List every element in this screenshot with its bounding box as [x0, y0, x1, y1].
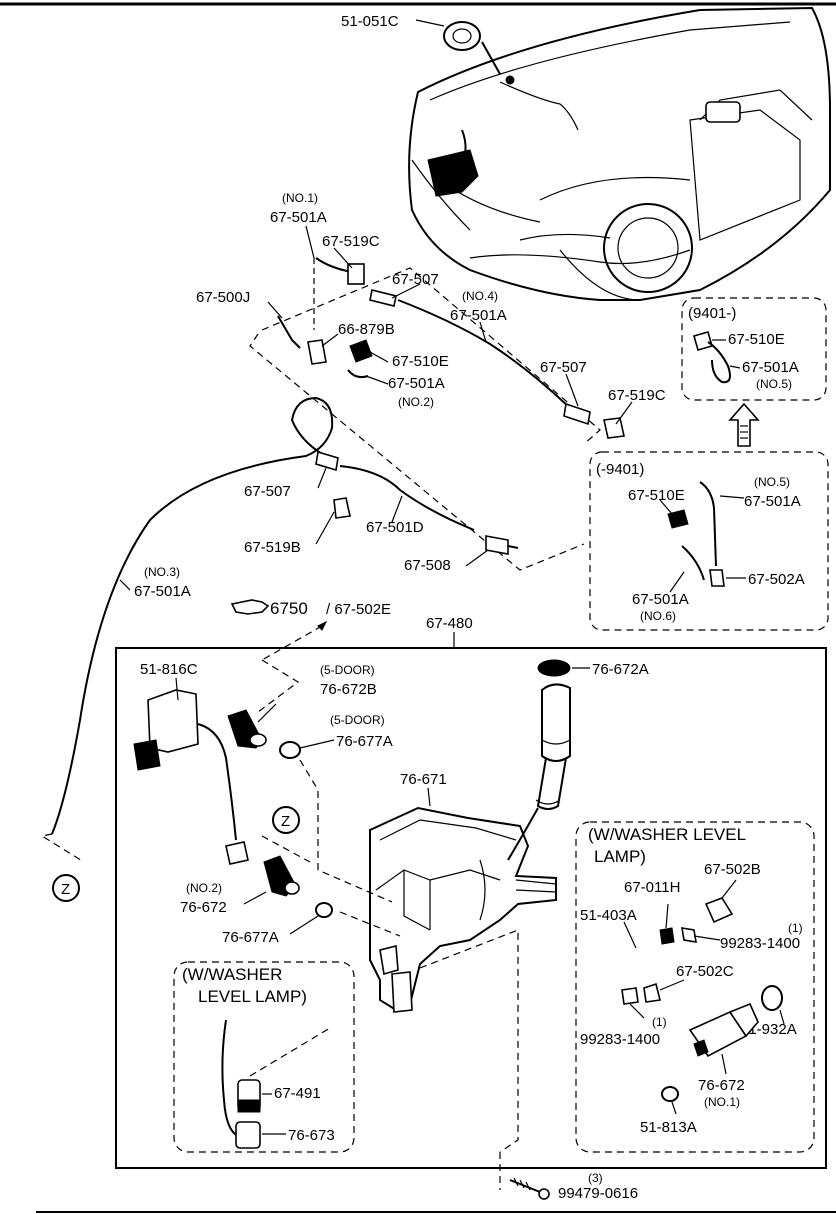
label-67-508: 67-508: [404, 557, 451, 574]
label-76-672-no2-tag: (NO.2): [186, 881, 222, 895]
box-9401-old-67-502A: 67-502A: [748, 571, 805, 588]
label-67-501A-no1: 67-501A: [270, 209, 327, 226]
grommet-76-677A-low: [289, 902, 333, 935]
label-99479-qty: (3): [588, 1171, 603, 1185]
filler-cap-76-672A: [537, 659, 590, 677]
washer-level-lamp-box-right: (W/WASHER LEVEL LAMP) 67-502B 67-011H (1…: [575, 821, 815, 1153]
grommet-51-051C: [443, 21, 481, 51]
box-right-67-502B: 67-502B: [704, 861, 761, 878]
box-left-title-2: LEVEL LAMP): [198, 987, 307, 1006]
box-9401-old-67-501A-no5-tag: (NO.5): [754, 475, 790, 489]
box-9401-new-67-501A: 67-501A: [742, 359, 799, 376]
box-9401-new-title: (9401-): [688, 305, 736, 322]
box-9401-old-67-510E: 67-510E: [628, 487, 685, 504]
box-right-67-502C: 67-502C: [676, 963, 734, 980]
box-right-51-813A: 51-813A: [640, 1119, 697, 1136]
label-67-510E-left: 67-510E: [392, 353, 449, 370]
label-51-051C: 51-051C: [341, 13, 399, 30]
filler-neck: [507, 683, 571, 861]
washer-reservoir-76-671: [369, 787, 557, 1013]
box-left-67-491: 67-491: [274, 1085, 321, 1102]
variant-box-9401-old: (-9401) (NO.5) 67-501A 67-510E 67-502A 6…: [589, 451, 829, 631]
box-right-title-1: (W/WASHER LEVEL: [588, 825, 746, 844]
reference-6750: 6750 / 67-502E: [230, 599, 391, 661]
label-67-519C-mid: 67-519C: [608, 387, 666, 404]
label-5door-a: (5-DOOR): [320, 663, 375, 677]
box-right-99283-b: 99283-1400: [580, 1031, 660, 1048]
label-66-879B: 66-879B: [338, 321, 395, 338]
washer-motor-harness-51-816C: [133, 677, 249, 865]
label-67-507-low: 67-507: [244, 483, 291, 500]
washer-motor-76-672-no2: [243, 855, 300, 905]
reservoir-assembly-frame: [115, 647, 827, 1169]
box-right-67-011H: 67-011H: [624, 879, 680, 896]
box-9401-old-title: (-9401): [596, 461, 644, 478]
label-67-507-top: 67-507: [392, 271, 439, 288]
label-67-501A-no2-tag: (NO.2): [398, 395, 434, 409]
label-76-677A-low: 76-677A: [222, 929, 279, 946]
box-9401-old-67-501A-no5: 67-501A: [744, 493, 801, 510]
box-9401-new-67-510E: 67-510E: [728, 331, 785, 348]
z-marker-inner: Z: [272, 806, 300, 834]
label-76-671: 76-671: [400, 771, 447, 788]
box-right-76-672-no1: 76-672: [698, 1077, 745, 1094]
box-right-99283-b-qty: (1): [652, 1015, 667, 1029]
box-right-51-403A: 51-403A: [580, 907, 637, 924]
label-67-501A-no2: 67-501A: [388, 375, 445, 392]
box-right-99283-a-qty: (1): [788, 921, 803, 935]
label-67-507-mid: 67-507: [540, 359, 587, 376]
box-left-76-673: 76-673: [288, 1127, 335, 1144]
z-label-outer: Z: [61, 881, 70, 898]
vehicle-front-illustration: [408, 6, 831, 301]
label-99479-0616: 99479-0616: [558, 1185, 638, 1202]
label-67-519C-top: 67-519C: [322, 233, 380, 250]
z-label-inner: Z: [281, 813, 290, 830]
label-76-672-no2: 76-672: [180, 899, 227, 916]
box-9401-old-67-501A-no6: 67-501A: [632, 591, 689, 608]
label-67-501A-no1-tag: (NO.1): [282, 191, 318, 205]
box-right-76-672-no1-tag: (NO.1): [704, 1095, 740, 1109]
washer-level-lamp-box-left: (W/WASHER LEVEL LAMP) 67-491 76-673: [173, 961, 355, 1153]
hose-assembly-upper: [51, 257, 625, 835]
label-67-501A-no3: 67-501A: [134, 583, 191, 600]
label-67-501A-no3-tag: (NO.3): [144, 565, 180, 579]
label-76-672B: 76-672B: [320, 681, 377, 698]
label-67-501D: 67-501D: [366, 519, 424, 536]
label-67-519B: 67-519B: [244, 539, 301, 556]
label-67-500J: 67-500J: [196, 289, 250, 306]
box-9401-new-67-501A-tag: (NO.5): [756, 377, 792, 391]
z-marker-outer: Z: [52, 874, 80, 902]
washer-motor-76-672B: [227, 703, 277, 749]
label-5door-b: (5-DOOR): [330, 713, 385, 727]
label-ref-6750: 6750: [270, 599, 308, 618]
label-67-501A-no4-tag: (NO.4): [462, 289, 498, 303]
box-right-99283-a: 99283-1400: [720, 935, 800, 952]
label-51-816C: 51-816C: [140, 661, 198, 678]
label-67-480: 67-480: [426, 615, 473, 632]
bolt-99479-0616: [509, 1177, 550, 1200]
box-9401-old-67-501A-no6-tag: (NO.6): [640, 609, 676, 623]
label-76-672A: 76-672A: [592, 661, 649, 678]
pointing-hand-icon: [230, 599, 270, 615]
box-right-title-2: LAMP): [594, 847, 646, 866]
label-ref-67-502E: / 67-502E: [326, 601, 391, 618]
label-76-677A-top: 76-677A: [336, 733, 393, 750]
variant-box-9401-new: (9401-) 67-510E 67-501A (NO.5): [681, 297, 827, 401]
label-67-501A-no4: 67-501A: [450, 307, 507, 324]
box-left-title-1: (W/WASHER: [182, 965, 282, 984]
grommet-76-677A-top: [279, 739, 335, 759]
upgrade-arrow-icon: [728, 402, 760, 447]
